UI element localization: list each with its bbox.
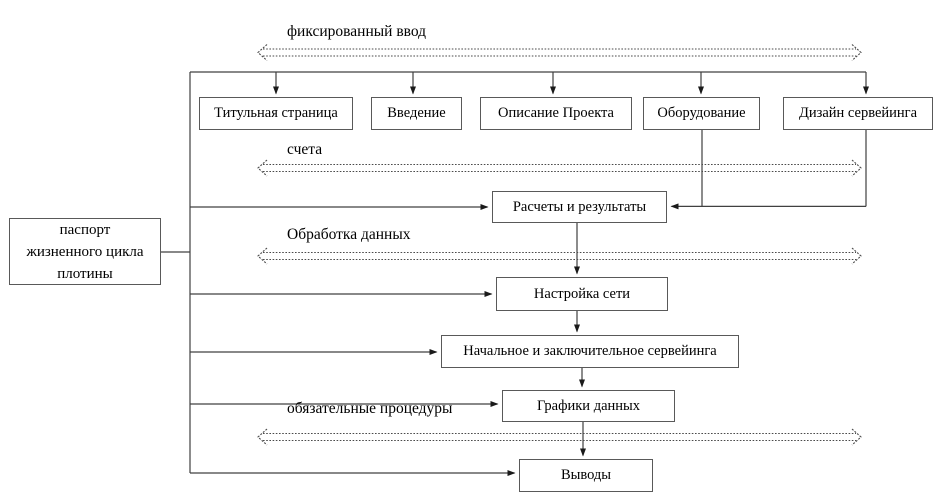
box-calculations-results: Расчеты и результаты — [492, 191, 667, 223]
box-data-graphs: Графики данных — [502, 390, 675, 422]
box-conclusions: Выводы — [519, 459, 653, 492]
source-box-line-3: плотины — [57, 265, 113, 282]
box-introduction: Введение — [371, 97, 462, 130]
flow-label-fixed-input: фиксированный ввод — [287, 23, 427, 40]
box-equipment: Оборудование — [643, 97, 760, 130]
box-network-setup: Настройка сети — [496, 277, 668, 311]
box-dam-lifecycle-passport: паспорт жизненного цикла плотины — [9, 218, 161, 285]
flow-label-data-processing: Обработка данных — [287, 226, 411, 243]
box-title-page: Титульная страница — [199, 97, 353, 130]
flow-label-mandatory-procedures: обязательные процедуры — [287, 400, 453, 417]
source-box-line-2: жизненного цикла — [26, 243, 144, 260]
dotted-arrow-data-processing — [257, 247, 862, 265]
box-initial-final-survey: Начальное и заключительное сервейинга — [441, 335, 739, 368]
box-project-description: Описание Проекта — [480, 97, 632, 130]
source-box-line-1: паспорт — [59, 221, 111, 238]
box-survey-design: Дизайн сервейинга — [783, 97, 933, 130]
flow-label-accounts: счета — [287, 141, 323, 158]
dotted-arrow-mandatory-procedures — [257, 428, 862, 446]
dotted-arrow-accounts — [257, 159, 862, 177]
dotted-arrow-fixed-input — [257, 44, 862, 61]
